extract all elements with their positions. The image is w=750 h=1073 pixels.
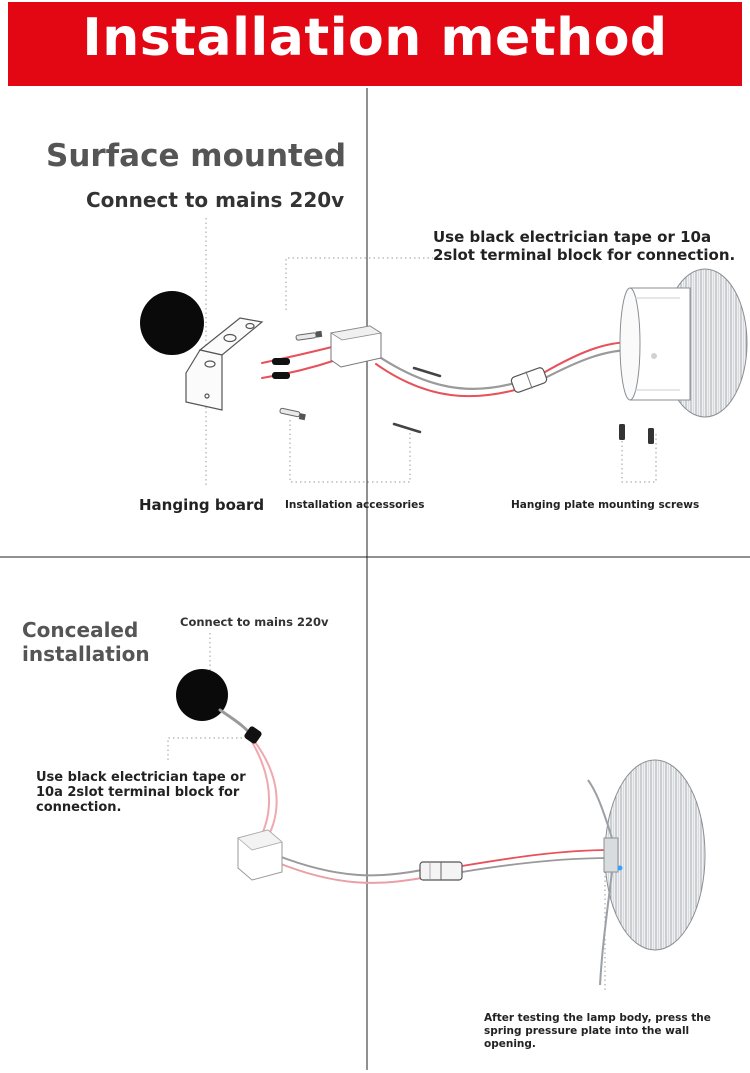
accessories-caption: Installation accessories [285,499,425,511]
hanging-board-caption: Hanging board [139,496,265,514]
surface-tape-note-line: 2slot terminal block for connection. [433,246,736,264]
tape-wrap [244,726,262,744]
downlight-icon [587,759,706,986]
mounting-screws-caption: Hanging plate mounting screws [511,499,700,511]
concealed-title-line: installation [22,642,150,666]
surface-tape-note-line: Use black electrician tape or 10a [433,228,712,246]
concealed-tape-note-line: Use black electrician tape or [36,770,246,785]
page-title: Installation method [82,8,668,68]
concealed-tape-note: Use black electrician tape or 10a 2slot … [36,770,246,815]
after-testing-note-line: After testing the lamp body, press the [484,1012,711,1024]
after-testing-note-line: spring pressure plate into the wall [484,1025,690,1037]
title-banner: Installation method [8,2,742,86]
mounting-screw-icon [619,424,654,444]
panel-grid [0,88,750,1070]
concealed-mains-label: Connect to mains 220v [180,615,329,629]
after-testing-note-line: opening. [484,1038,536,1050]
concealed-installation-title: Concealed installation [22,618,150,666]
concealed-tape-note-line: connection. [36,800,122,815]
terminal-block-icon [237,829,283,881]
surface-mains-label: Connect to mains 220v [86,188,345,212]
concealed-tape-note-line: 10a 2slot terminal block for [36,785,240,800]
after-testing-note: After testing the lamp body, press the s… [484,1012,711,1051]
surface-tape-note: Use black electrician tape or 10a 2slot … [433,228,735,264]
surface-mounted-title: Surface mounted [46,138,347,174]
concealed-title-line: Concealed [22,618,139,642]
connector-icon [419,861,463,881]
surface-wiring [261,341,634,398]
mains-hole-icon [140,291,204,355]
downlight-icon [619,268,748,418]
screw-icon [392,366,442,434]
terminal-block-icon [329,325,383,368]
tape-wraps [272,358,290,379]
anchor-icon [279,330,323,421]
hanging-board-icon [185,317,264,411]
connector-icon [510,367,548,393]
mains-hole-icon [176,669,228,721]
